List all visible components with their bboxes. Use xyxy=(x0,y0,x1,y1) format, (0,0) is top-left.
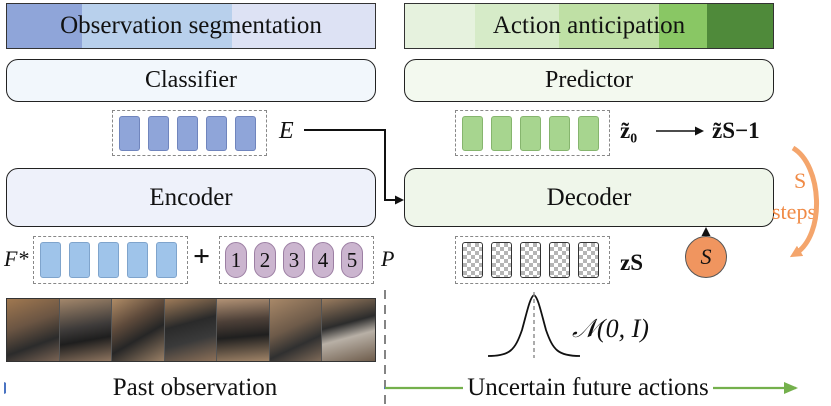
e-to-decoder-arrow xyxy=(304,129,404,205)
zS-symbol: zS xyxy=(620,250,643,275)
video-frame xyxy=(322,299,375,361)
z0-symbol: z̃₀ xyxy=(620,118,638,143)
predictor-label: Predictor xyxy=(545,67,633,93)
classifier-box: Classifier xyxy=(6,59,376,102)
noise-token xyxy=(491,242,512,278)
z-feature xyxy=(491,116,512,151)
p-positions-group xyxy=(219,236,374,284)
video-frame xyxy=(165,299,217,361)
zS-minus-1-symbol: z̃S−1 xyxy=(712,118,760,143)
video-frame xyxy=(217,299,270,361)
s-steps-loop-arrow xyxy=(789,145,819,258)
position-token: 3 xyxy=(283,242,305,278)
e-feature xyxy=(119,116,140,151)
decoder-box: Decoder xyxy=(404,168,774,227)
action-anticipation-label: Action anticipation xyxy=(492,12,686,39)
z-feature xyxy=(520,116,541,151)
past-observation-label: Past observation xyxy=(6,372,384,404)
noise-token xyxy=(462,242,483,278)
observation-segmentation-label: Observation segmentation xyxy=(60,12,322,39)
observation-segmentation-bar: Observation segmentation xyxy=(6,3,376,49)
f-feature xyxy=(127,242,148,278)
encoder-label: Encoder xyxy=(149,183,233,211)
s-steps-label-2: steps xyxy=(772,199,816,224)
f-feature xyxy=(69,242,90,278)
e-feature xyxy=(177,116,198,151)
e-features-group xyxy=(112,110,267,156)
noise-token xyxy=(520,242,541,278)
video-frame xyxy=(7,299,60,361)
z-feature xyxy=(578,116,599,151)
position-token: 1 xyxy=(225,242,247,278)
gaussian-curve xyxy=(487,293,581,357)
video-frame xyxy=(112,299,165,361)
z-feature xyxy=(549,116,570,151)
p-symbol: P xyxy=(381,246,395,271)
e-feature xyxy=(235,116,256,151)
f-star-symbol: F* xyxy=(4,246,29,271)
f-feature xyxy=(98,242,119,278)
decoder-label: Decoder xyxy=(546,183,632,211)
action-anticipation-bar: Action anticipation xyxy=(404,3,774,49)
video-frame xyxy=(270,299,322,361)
normal-distribution-label: 𝒩(0, I) xyxy=(572,314,649,343)
f-features-group xyxy=(33,236,188,284)
s-step-label: S xyxy=(700,244,712,269)
f-feature xyxy=(156,242,177,278)
e-feature xyxy=(206,116,227,151)
e-feature xyxy=(148,116,169,151)
encoder-box: Encoder xyxy=(6,168,376,227)
video-frame xyxy=(60,299,112,361)
predictor-box: Predictor xyxy=(404,59,774,102)
video-frames-strip xyxy=(6,298,376,362)
z-feature xyxy=(462,116,483,151)
f-feature xyxy=(40,242,61,278)
classifier-label: Classifier xyxy=(145,67,237,93)
noise-token xyxy=(549,242,570,278)
z-features-group xyxy=(455,110,610,156)
uncertain-future-label: Uncertain future actions xyxy=(388,372,788,404)
noise-group xyxy=(455,236,610,284)
position-token: 5 xyxy=(341,242,363,278)
position-token: 2 xyxy=(254,242,276,278)
plus-symbol: + xyxy=(193,240,211,273)
e-symbol: E xyxy=(279,118,294,144)
noise-token xyxy=(578,242,599,278)
s-steps-label-1: S xyxy=(794,168,807,193)
position-token: 4 xyxy=(312,242,334,278)
s-step-circle: S xyxy=(685,236,727,278)
